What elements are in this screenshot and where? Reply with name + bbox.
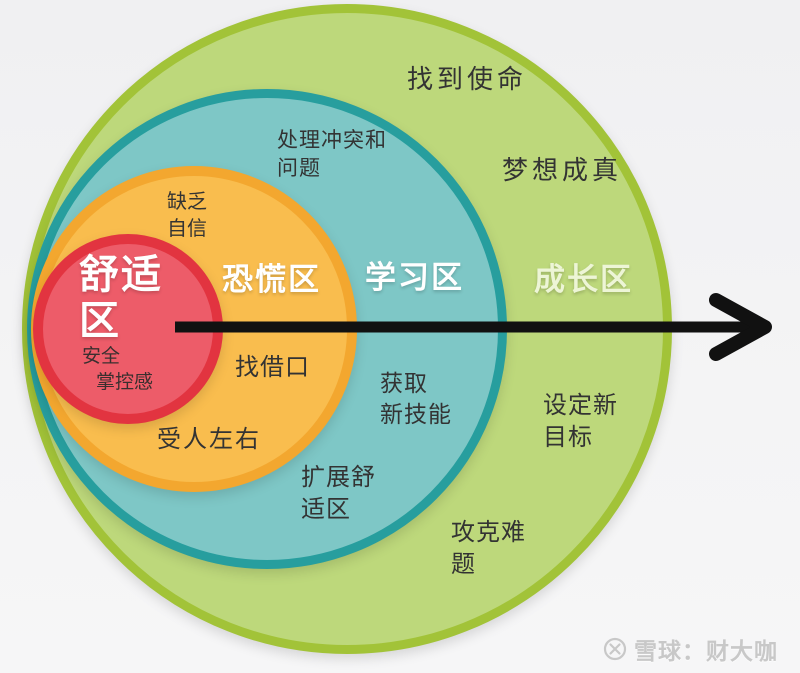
note-line: 获取 [380, 370, 428, 396]
note-dreams-come-true: 梦想成真 [502, 153, 622, 188]
note-line: 安全 [82, 346, 121, 367]
note-line: 处理冲突和 [277, 129, 387, 152]
note-find-mission: 找到使命 [407, 62, 527, 97]
note-line: 自信 [167, 218, 207, 240]
note-line: 新技能 [380, 401, 452, 428]
note-line: 受人左右 [157, 426, 261, 453]
note-line: 找借口 [235, 354, 310, 381]
note-line: 问题 [277, 157, 321, 181]
note-conquer-problems: 攻克难 题 [451, 517, 526, 582]
note-influenced-by-others: 受人左右 [157, 424, 261, 456]
note-line: 设定新 [543, 392, 618, 419]
note-handle-conflicts: 处理冲突和 问题 [277, 127, 387, 184]
watermark: 雪球：财大咖 [603, 632, 778, 666]
growth-zone-label: 成长区 [534, 262, 633, 297]
panic-zone-label: 恐慌区 [222, 262, 321, 297]
note-line: 找到使命 [407, 64, 528, 94]
learning-zone-label: 学习区 [365, 260, 464, 295]
watermark-text: 雪球：财大咖 [634, 638, 778, 664]
note-acquire-new-skills: 获取 新技能 [380, 368, 452, 430]
note-line: 掌控感 [96, 371, 154, 393]
note-line: 缺乏 [167, 191, 207, 213]
note-line: 扩展舒 [301, 464, 376, 491]
xueqiu-logo-icon [603, 637, 627, 661]
note-line: 目标 [543, 424, 593, 452]
note-set-new-goals: 设定新 目标 [543, 390, 618, 455]
note-lack-confidence: 缺乏 自信 [167, 189, 207, 243]
note-line: 攻克难 [451, 519, 526, 546]
note-safety-control: 安全 掌控感 [82, 344, 153, 395]
note-line: 题 [451, 551, 476, 579]
note-expand-comfort-zone: 扩展舒 适区 [301, 462, 376, 527]
note-find-excuses: 找借口 [235, 352, 310, 384]
note-line: 梦想成真 [502, 155, 623, 185]
comfort-zone-label: 舒适区 [79, 253, 163, 343]
note-line: 适区 [301, 496, 351, 524]
